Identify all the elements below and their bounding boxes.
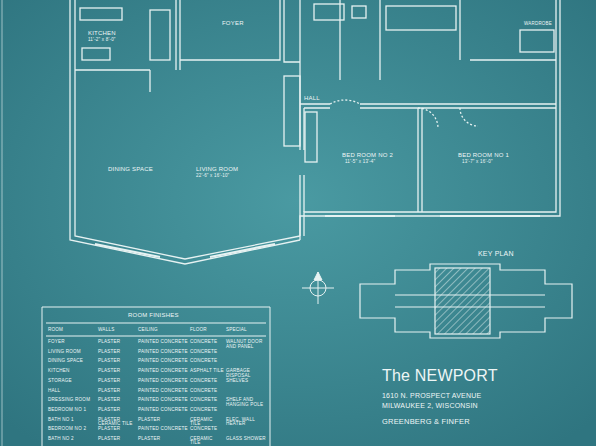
table-cell: CONCRETE xyxy=(190,408,224,413)
table-cell: GARBAGE DISPOSAL xyxy=(226,369,268,378)
room-label: KEY PLAN xyxy=(478,250,514,257)
table-cell: PLASTER xyxy=(98,359,136,364)
table-cell: LIVING ROOM xyxy=(48,350,96,355)
table-cell: GLASS SHOWER xyxy=(226,437,268,442)
table-cell: DINING SPACE xyxy=(48,359,96,364)
table-cell: BEDROOM NO 1 xyxy=(48,408,96,413)
address-text: 1610 N. PROSPECT AVENUE xyxy=(382,392,481,399)
table-cell: CONCRETE xyxy=(190,389,224,394)
room-label: WARDROBE xyxy=(524,22,552,27)
table-cell: CONCRETE xyxy=(190,350,224,355)
table-cell: PLASTER xyxy=(98,350,136,355)
table-cell: PAINTED CONCRETE xyxy=(138,389,188,394)
table-cell: PLASTER xyxy=(138,418,188,423)
room-label: DINING SPACE xyxy=(108,166,153,172)
address-text: MILWAUKEE 2, WISCONSIN xyxy=(382,402,478,409)
room-label: HALL xyxy=(304,95,320,101)
room-label: KITCHEN xyxy=(88,30,116,36)
table-cell: CONCRETE xyxy=(190,427,224,432)
north-arrow xyxy=(302,272,334,304)
table-cell: WALNUT DOOR AND PANEL xyxy=(226,340,268,349)
building-title: The NEWPORT xyxy=(382,368,498,384)
room-label: BED ROOM NO 1 xyxy=(458,152,509,158)
room-label: ROOM FINISHES xyxy=(128,312,179,318)
border-line xyxy=(2,0,3,446)
table-cell: PAINTED CONCRETE xyxy=(138,379,188,384)
table-cell: PAINTED CONCRETE xyxy=(138,427,188,432)
table-cell: CEILING xyxy=(138,328,188,333)
room-label: LIVING ROOM xyxy=(196,166,238,172)
table-cell: PLASTER xyxy=(98,437,136,442)
table-cell: HALL xyxy=(48,389,96,394)
table-cell: PAINTED CONCRETE xyxy=(138,408,188,413)
table-cell: SHELVES xyxy=(226,379,268,384)
table-cell: WALLS xyxy=(98,328,136,333)
walls xyxy=(70,0,560,264)
table-cell: CERAMIC TILE xyxy=(190,437,224,446)
table-cell: DRESSING ROOM xyxy=(48,398,96,403)
table-cell: STORAGE xyxy=(48,379,96,384)
room-label: 11'-5" x 13'-4" xyxy=(345,160,375,165)
table-cell: PLASTER xyxy=(98,398,136,403)
room-label: 13'-7" x 16'-0" xyxy=(462,160,493,165)
table-cell: BATH NO 2 xyxy=(48,437,96,442)
table-cell: BEDROOM NO 2 xyxy=(48,427,96,432)
table-cell: KITCHEN xyxy=(48,369,96,374)
table-cell: PLASTER xyxy=(98,408,136,413)
table-cell: PAINTED CONCRETE xyxy=(138,369,188,374)
table-cell: BATH NO 1 xyxy=(48,418,96,423)
table-cell: ASPHALT TILE xyxy=(190,369,224,374)
table-cell: PAINTED CONCRETE xyxy=(138,398,188,403)
address-text: GREENBERG & FINFER xyxy=(382,418,470,426)
table-cell: ELEC. WALL HEATER xyxy=(226,418,268,427)
room-label: 11'-2" x 8'-0" xyxy=(88,38,116,43)
table-cell: CONCRETE xyxy=(190,359,224,364)
table-cell: PLASTER xyxy=(98,340,136,345)
table-cell: SHELF AND HANGING POLE xyxy=(226,398,268,407)
table-cell: PAINTED CONCRETE xyxy=(138,340,188,345)
table-cell: ROOM xyxy=(48,328,96,333)
table-cell: CONCRETE xyxy=(190,398,224,403)
table-cell: FOYER xyxy=(48,340,96,345)
table-cell: CONCRETE xyxy=(190,340,224,345)
key-plan xyxy=(360,264,572,338)
table-cell: PAINTED CONCRETE xyxy=(138,359,188,364)
table-cell: FLOOR xyxy=(190,328,224,333)
finish-table xyxy=(42,307,270,446)
table-cell: PLASTER xyxy=(98,369,136,374)
room-label: BED ROOM NO 2 xyxy=(342,152,393,158)
table-cell: PLASTER xyxy=(98,389,136,394)
table-cell: PAINTED CONCRETE xyxy=(138,350,188,355)
room-label: 22'-6" x 16'-10" xyxy=(196,174,229,179)
table-cell: CERAMIC TILE xyxy=(190,418,224,427)
table-cell: PLASTER CERAMIC TILE xyxy=(98,418,136,427)
table-cell: CONCRETE xyxy=(190,379,224,384)
table-cell: PLASTER xyxy=(98,379,136,384)
table-cell: PLASTER xyxy=(98,427,136,432)
table-cell: PLASTER xyxy=(138,437,188,442)
table-cell: SPECIAL xyxy=(226,328,268,333)
room-label: FOYER xyxy=(222,20,244,26)
